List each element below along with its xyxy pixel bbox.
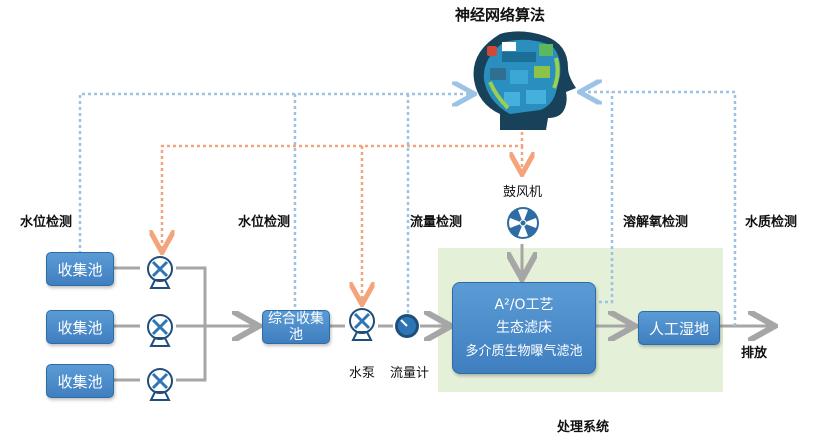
level-detect-mid-label: 水位检测 xyxy=(238,215,291,230)
collection-tank-1: 收集池 xyxy=(46,252,114,286)
process-ecological-filter-label: 生态滤床 xyxy=(496,319,552,336)
blower-label: 鼓风机 xyxy=(503,185,543,200)
flow-detect-label: 流量检测 xyxy=(410,215,463,230)
process-block: A²/O工艺 生态滤床 多介质生物曝气滤池 xyxy=(452,282,596,374)
artificial-wetland: 人工湿地 xyxy=(638,311,720,345)
combined-collection-tank: 综合收集池 xyxy=(262,310,330,344)
water-pump-icon xyxy=(349,308,375,341)
neural-head-icon xyxy=(473,31,576,130)
flowmeter-icon xyxy=(395,314,419,338)
quality-detect-label: 水质检测 xyxy=(745,215,798,230)
pump-icon-3 xyxy=(147,368,173,401)
process-a2o-label: A²/O工艺 xyxy=(494,296,554,313)
process-multimedia-filter-label: 多介质生物曝气滤池 xyxy=(465,343,583,359)
processing-system-label: 处理系统 xyxy=(557,420,610,435)
discharge-label: 排放 xyxy=(741,346,768,361)
flowmeter-label: 流量计 xyxy=(390,366,430,381)
collection-tank-3: 收集池 xyxy=(46,364,114,398)
pump-icon-2 xyxy=(147,314,173,347)
algorithm-title: 神经网络算法 xyxy=(455,6,546,24)
blower-icon xyxy=(507,207,539,239)
collection-tank-2: 收集池 xyxy=(46,310,114,344)
do-detect-label: 溶解氧检测 xyxy=(623,215,689,230)
level-detect-left-label: 水位检测 xyxy=(20,215,73,230)
water-pump-label: 水泵 xyxy=(349,366,376,381)
pump-icon-1 xyxy=(147,256,173,289)
